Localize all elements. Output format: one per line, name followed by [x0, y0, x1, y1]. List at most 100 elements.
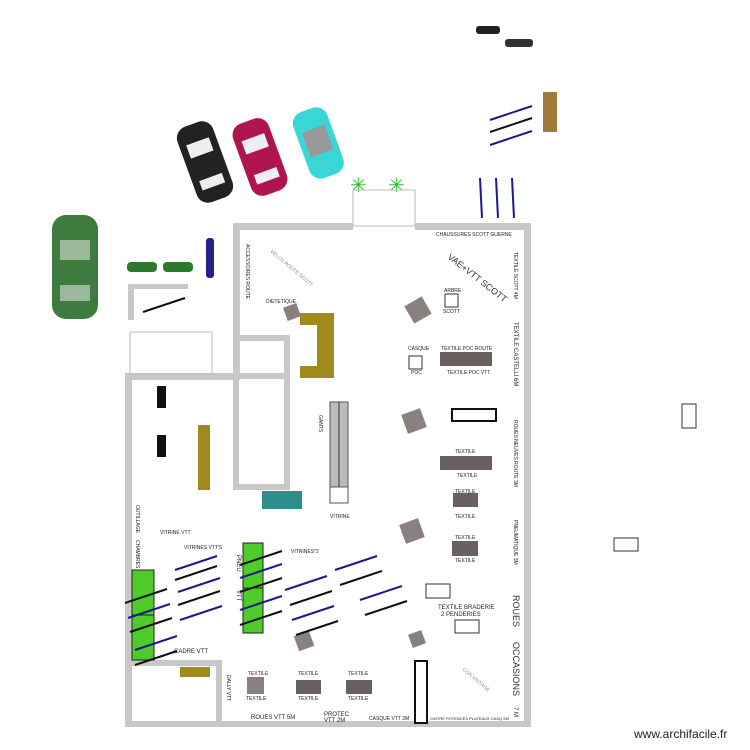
label-7m: 7 M	[512, 707, 518, 717]
bench	[543, 92, 557, 132]
label-vtt-2m: VTT 2M	[324, 718, 345, 724]
label-casque-vtt: CASQUE VTT 2M	[369, 716, 409, 722]
bike-icon	[291, 605, 335, 621]
bike-icon	[179, 605, 223, 621]
label-textile-4: TEXTILE	[455, 514, 476, 520]
bike-icon	[359, 585, 403, 601]
label-textile-12: TEXTILE	[348, 696, 369, 702]
label-textile-6: TEXTILE	[455, 558, 476, 564]
label-accessoires: ACCESSOIRES ROUTE	[244, 244, 250, 300]
bike-icon	[239, 563, 283, 579]
bike-icon	[177, 577, 221, 593]
counter-left	[198, 425, 210, 490]
label-velos-route: VELOS ROUTE SCOTT	[269, 249, 314, 288]
bike-icon	[364, 600, 408, 616]
car-black	[176, 121, 234, 203]
label-cintre: CINTRE POTENCES PLATEAUX CASQ 2M	[430, 716, 509, 721]
bike-icon	[295, 620, 339, 636]
bike-icon	[511, 177, 515, 219]
bike-icon	[134, 650, 178, 666]
bike-icon	[142, 297, 186, 313]
black-block-1	[157, 386, 166, 408]
bike-icon	[334, 555, 378, 571]
label-casque: CASQUE	[408, 346, 430, 352]
label-poc: POC	[411, 370, 422, 376]
label-con-vintage: CON VINTAGE	[461, 667, 491, 694]
car-green	[52, 215, 98, 319]
counter-dietetique	[283, 303, 334, 378]
label-textile-castelli: TEXTILE CASTELLI 6M	[512, 322, 518, 386]
label-vitrine-vtt: VITRINE VTT	[160, 530, 191, 536]
black-block-2	[157, 435, 166, 457]
label-vitrines2: VITRINES*2	[291, 549, 319, 555]
teal-display	[262, 491, 302, 509]
label-textile-11: TEXTILE	[348, 671, 369, 677]
bike-icon	[129, 617, 173, 633]
bike-icon	[124, 588, 168, 604]
bike-icon	[489, 117, 533, 133]
outside-item-1	[681, 403, 697, 429]
bike-icon	[289, 590, 333, 606]
gondola-shelves	[329, 401, 349, 504]
label-roues: ROUES	[511, 595, 521, 627]
label-textile-2: TEXTILE	[457, 473, 478, 479]
bike-icon	[174, 555, 218, 571]
car-red	[232, 118, 288, 196]
label-dietetique: DIETETIQUE	[266, 299, 297, 305]
bike-icon	[239, 610, 283, 626]
label-gants: GANTS	[317, 415, 323, 433]
bike-icon	[239, 577, 283, 593]
svg-text:✳: ✳	[350, 175, 367, 197]
label-textile-5: TEXTILE	[455, 535, 476, 541]
counter-bottom	[180, 667, 210, 677]
label-chaussures: CHAUSSURES SCOTT GUERNE	[436, 232, 512, 238]
label-chambres: CHAMBRES	[134, 540, 140, 569]
label-cadre-vtt: CADRE VTT	[174, 649, 208, 655]
palm-trees: ✳ ✳	[350, 175, 405, 197]
label-textile-scott: TEXTILE SCOTT 4M	[512, 252, 518, 299]
bike-icon	[134, 635, 178, 651]
watermark: www.archifacile.fr	[634, 727, 728, 741]
label-penderies: 2 PENDERIES	[441, 612, 481, 618]
label-occasions: OCCASIONS	[511, 642, 521, 696]
label-outillage: OUTILLAGE	[134, 505, 140, 534]
car-cyan	[292, 107, 344, 179]
label-textile-poc-vtt: TEXTILE POC VTT	[447, 370, 490, 376]
bike-icon	[489, 105, 533, 121]
label-textile-1: TEXTILE	[455, 449, 476, 455]
label-roues-vtt: ROUES VTT 5M	[251, 715, 295, 721]
label-textile-8: TEXTILE	[246, 696, 267, 702]
bike-icon	[174, 565, 218, 581]
label-pneu: PNEU	[235, 555, 241, 572]
label-pneumatique: PNEUMATIQUE 3M	[512, 520, 518, 565]
label-dally-vtt: DALLY VTT	[225, 675, 231, 701]
bike-icon	[239, 550, 283, 566]
label-vitrines-vtt: VITRINES VTT'S	[184, 545, 223, 551]
bike-group	[124, 105, 533, 666]
square-tables	[293, 296, 432, 652]
bike-icon	[495, 177, 499, 219]
textile-racks	[247, 293, 497, 724]
label-textile-3: TEXTILE	[455, 489, 476, 495]
label-scott: SCOTT	[443, 309, 460, 315]
label-vitrine: VITRINE	[330, 514, 350, 520]
label-arbre: ARBRE	[444, 288, 462, 294]
bike-icon	[479, 177, 483, 219]
walls	[125, 189, 531, 727]
bike-icon	[284, 575, 328, 591]
label-textile-10: TEXTILE	[298, 696, 319, 702]
label-textile-braderie: TEXTILE BRADERIE	[438, 605, 495, 611]
label-textile-poc-route: TEXTILE POC ROUTE	[441, 346, 493, 352]
label-vtt: VTT	[235, 590, 241, 602]
bike-icon	[489, 130, 533, 146]
bike-icon	[239, 595, 283, 611]
label-roues-neuves: ROUES NEUVES ROUTE 3M	[512, 420, 518, 487]
label-textile-9: TEXTILE	[298, 671, 319, 677]
label-protec: PROTEC	[324, 712, 350, 718]
bike-icon	[339, 570, 383, 586]
green-displays	[131, 542, 264, 661]
outside-item-2	[613, 537, 639, 552]
bike-icon	[127, 603, 171, 619]
label-textile-7: TEXTILE	[248, 671, 269, 677]
